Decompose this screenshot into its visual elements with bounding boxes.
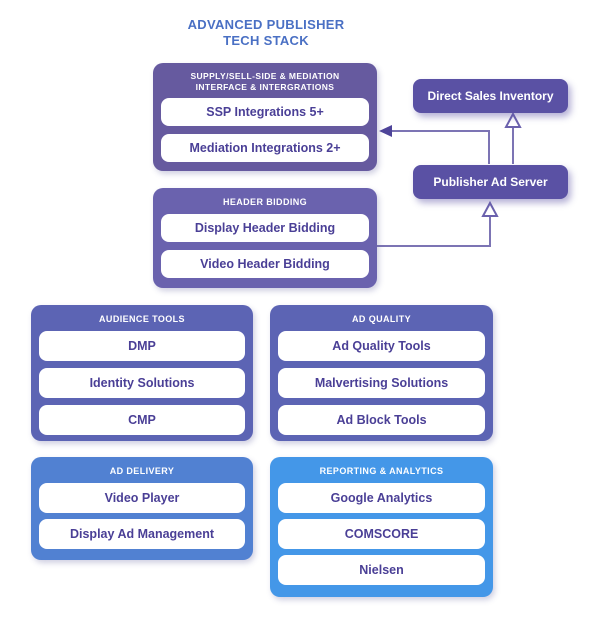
section-supply-mediation: SUPPLY/SELL-SIDE & MEDIATION INTERFACE &… <box>153 63 377 171</box>
section-header-bidding: HEADER BIDDING Display Header Bidding Vi… <box>153 188 377 288</box>
section-audience-tools: AUDIENCE TOOLS DMP Identity Solutions CM… <box>31 305 253 441</box>
pill-identity-solutions: Identity Solutions <box>39 368 245 398</box>
pill-nielsen: Nielsen <box>278 555 485 585</box>
pill-mediation-integrations: Mediation Integrations 2+ <box>161 134 369 162</box>
pill-video-header-bidding: Video Header Bidding <box>161 250 369 278</box>
section-heading-line2: INTERFACE & INTERGRATIONS <box>195 82 335 92</box>
connector-headerbidding-to-adserver <box>377 215 491 247</box>
pill-video-player: Video Player <box>39 483 245 513</box>
section-heading: AD QUALITY <box>352 314 411 324</box>
pill-google-analytics: Google Analytics <box>278 483 485 513</box>
section-heading: HEADER BIDDING <box>222 197 308 207</box>
section-heading-line1: SUPPLY/SELL-SIDE & MEDIATION <box>190 71 340 81</box>
section-ad-quality: AD QUALITY Ad Quality Tools Malvertising… <box>270 305 493 441</box>
diagram-title: ADVANCED PUBLISHER TECH STACK <box>116 17 416 49</box>
pill-ad-block-tools: Ad Block Tools <box>278 405 485 435</box>
section-heading: SUPPLY/SELL-SIDE & MEDIATION INTERFACE &… <box>161 71 369 93</box>
section-heading: AUDIENCE TOOLS <box>99 314 185 324</box>
pill-ad-quality-tools: Ad Quality Tools <box>278 331 485 361</box>
pill-cmp: CMP <box>39 405 245 435</box>
section-heading: AD DELIVERY <box>109 466 175 476</box>
node-direct-sales-inventory: Direct Sales Inventory <box>413 79 568 113</box>
section-heading: REPORTING & ANALYTICS <box>319 466 444 476</box>
node-publisher-ad-server: Publisher Ad Server <box>413 165 568 199</box>
pill-ssp-integrations: SSP Integrations 5+ <box>161 98 369 126</box>
section-reporting-analytics: REPORTING & ANALYTICS Google Analytics C… <box>270 457 493 597</box>
pill-display-ad-management: Display Ad Management <box>39 519 245 549</box>
arrowhead-up-icon <box>481 200 499 217</box>
pill-comscore: COMSCORE <box>278 519 485 549</box>
pill-malvertising-solutions: Malvertising Solutions <box>278 368 485 398</box>
section-ad-delivery: AD DELIVERY Video Player Display Ad Mana… <box>31 457 253 560</box>
connector-adserver-to-supply <box>392 130 490 164</box>
arrowhead-left-icon <box>379 125 392 137</box>
pill-dmp: DMP <box>39 331 245 361</box>
arrowhead-up-icon <box>504 111 522 128</box>
diagram-title-line2: TECH STACK <box>223 33 309 48</box>
diagram-title-line1: ADVANCED PUBLISHER <box>187 17 345 32</box>
pill-display-header-bidding: Display Header Bidding <box>161 214 369 242</box>
